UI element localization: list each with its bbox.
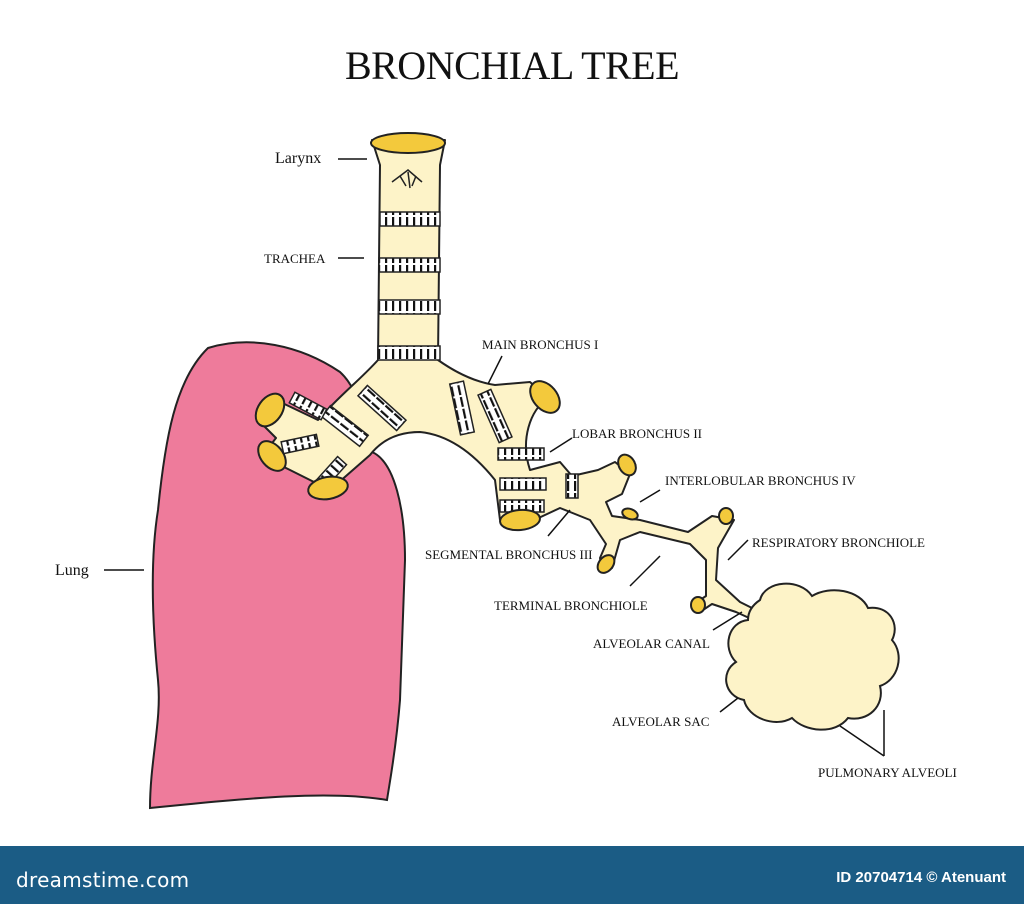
alveolar-sac-shape bbox=[725, 582, 900, 731]
cartilage-rings bbox=[280, 211, 579, 513]
label-respiratory-bronchiole: RESPIRATORY BRONCHIOLE bbox=[752, 535, 925, 550]
label-larynx: Larynx bbox=[275, 150, 322, 167]
label-trachea: TRACHEA bbox=[264, 251, 326, 266]
label-terminal-bronchiole: TERMINAL BRONCHIOLE bbox=[494, 598, 648, 613]
leader-lines bbox=[104, 158, 885, 757]
diagram-title: BRONCHIAL TREE bbox=[344, 43, 680, 88]
label-alveolar-sac: ALVEOLAR SAC bbox=[612, 714, 710, 729]
label-pulmonary-alveoli: PULMONARY ALVEOLI bbox=[818, 765, 957, 780]
footer-brand[interactable]: dreamstime.com bbox=[16, 868, 190, 892]
larynx-shape bbox=[370, 132, 446, 189]
footer-image-id: ID 20704714 © Atenuant bbox=[836, 869, 1006, 886]
label-interlobular-bronchus: INTERLOBULAR BRONCHUS IV bbox=[665, 473, 856, 488]
bronchus-openings bbox=[254, 380, 734, 614]
label-alveolar-canal: ALVEOLAR CANAL bbox=[593, 636, 710, 651]
label-lung: Lung bbox=[55, 562, 89, 579]
label-segmental-bronchus: SEGMENTAL BRONCHUS III bbox=[425, 547, 593, 562]
footer-bar: dreamstime.com ID 20704714 © Atenuant bbox=[0, 846, 1024, 904]
label-lobar-bronchus: LOBAR BRONCHUS II bbox=[572, 426, 703, 441]
bronchial-tree-diagram bbox=[104, 132, 900, 810]
label-main-bronchus: MAIN BRONCHUS I bbox=[482, 337, 599, 352]
